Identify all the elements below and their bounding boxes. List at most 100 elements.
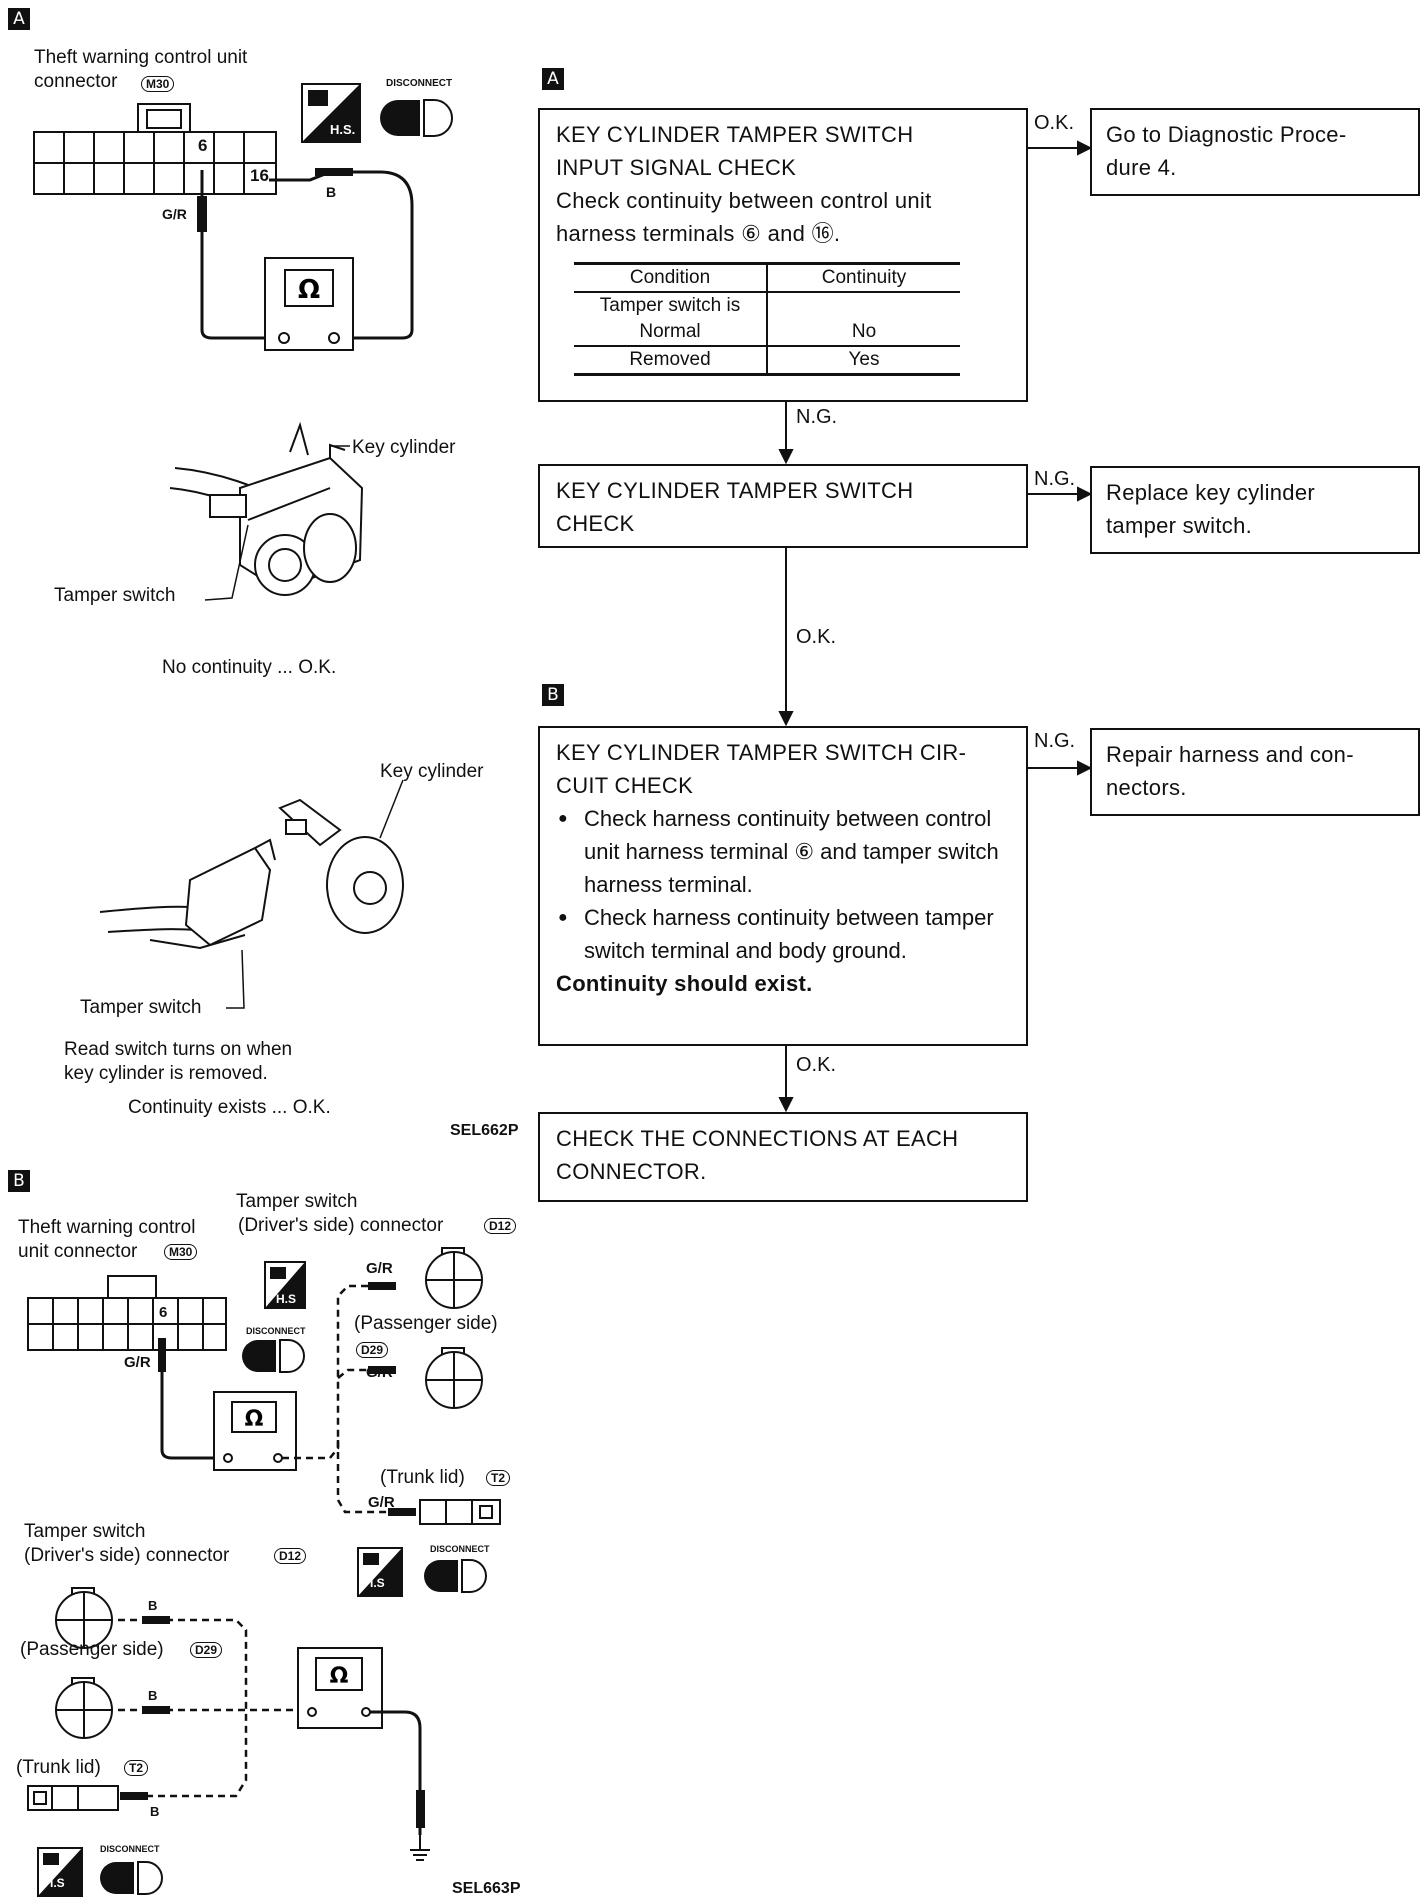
passenger2-label: (Passenger side) [20,1639,164,1660]
wire-gr-b3: G/R [368,1494,395,1511]
probe-tip-b1 [158,1338,166,1372]
is-badge-text-b1: I.S [370,1576,385,1590]
trunk2-code: T2 [124,1760,149,1776]
box-repair-harness: Repair harness and con- nectors. [1090,728,1420,816]
disconnect-icon-b2 [424,1559,487,1593]
wire-gr-label: G/R [162,206,187,222]
hs-badge-b [264,1261,306,1309]
table-row-0-col1 [767,292,960,319]
passenger-code-b: D29 [356,1342,389,1358]
key-cylinder-label-2: Key cylinder [380,761,484,782]
table-row-1-col1: No [851,321,877,342]
ts-code-b: D12 [484,1218,517,1234]
box-tamper-switch-check: KEY CYLINDER TAMPER SWITCH CHECK [538,464,1028,548]
box-check-connections: CHECK THE CONNECTIONS AT EACH CONNECTOR. [538,1112,1028,1202]
ohmmeter-b2 [297,1647,383,1729]
trunk-code-b: T2 [486,1470,511,1486]
wire-gr-b-unit: G/R [124,1354,151,1371]
unit-code-b: M30 [164,1244,198,1260]
caption-continuity-exists: Continuity exists ... O.K. [128,1097,331,1118]
driver-side-switch-b2 [55,1587,113,1649]
probe-wires-a [200,170,414,340]
result1-text: Go to Diagnostic Proce- dure 4. [1106,122,1347,180]
disconnect-label-b3: DISCONNECT [100,1844,160,1854]
ng-label-2: N.G. [1034,468,1076,490]
wire-b-b3: B [150,1804,160,1819]
connector-label-line2: connector [34,71,118,92]
box3-bullet-0: Check harness continuity between control… [556,802,1010,901]
trunk-lid-switch-b [419,1499,501,1525]
box3-bullets: Check harness continuity between control… [556,802,1010,967]
caption-read-switch-2: key cylinder is removed. [64,1063,268,1084]
leader-tamper-1 [204,524,249,601]
box3-title: KEY CYLINDER TAMPER SWITCH CIR- CUIT CHE… [556,740,967,798]
unit-label-b-line1: Theft warning control [18,1217,196,1238]
probe-tip-a2 [315,168,353,176]
box-circuit-check: KEY CYLINDER TAMPER SWITCH CIR- CUIT CHE… [538,726,1028,1046]
ts2-code: D12 [274,1548,307,1564]
trunk2-label: (Trunk lid) [16,1757,101,1778]
hs-badge-text-a: H.S. [330,122,356,137]
wire-b-b1: B [148,1598,158,1613]
disconnect-icon-a [380,99,453,137]
wire-gr-b2: G/R [366,1364,393,1381]
wire-gr-b1: G/R [366,1260,393,1277]
key-cylinder-label-1: Key cylinder [352,437,456,458]
ts2-label-line1: Tamper switch [24,1521,146,1542]
box3-footer: Continuity should exist. [556,971,813,996]
result3-text: Repair harness and con- nectors. [1106,742,1354,800]
disconnect-label-b: DISCONNECT [246,1326,306,1336]
unit-connector-b [27,1275,227,1351]
disconnect-icon-b3 [100,1861,163,1895]
ohm-symbol-b2: Ω [330,1664,349,1689]
unit-connector-a [33,103,277,195]
box3-bullet-1: Check harness continuity between tamper … [556,901,1010,967]
driver-side-switch-b [425,1247,483,1309]
condition-table: Condition Continuity Tamper switch is No… [574,262,960,376]
ground-symbol [410,1835,430,1861]
trunk-label-b: (Trunk lid) [380,1467,465,1488]
dashed-harness-b [282,1284,385,1460]
pin-6-b: 6 [159,1304,168,1321]
section-a-tag: A [8,8,30,30]
passenger-label-b: (Passenger side) [354,1313,498,1334]
ts-label-b-line2: (Driver's side) connector [238,1215,444,1236]
table-row-2-col1: Yes [848,349,880,370]
table-row-2-col0: Removed [574,346,768,375]
box1-text: KEY CYLINDER TAMPER SWITCH INPUT SIGNAL … [556,122,932,246]
flow-tag-a: A [542,68,564,90]
ohmmeter-a [264,257,354,351]
table-header-continuity: Continuity [821,267,907,288]
wire-b-label: B [326,184,337,200]
ts-label-b-line1: Tamper switch [236,1191,358,1212]
ts2-label-line2: (Driver's side) connector [24,1545,230,1566]
pin-16-label: 16 [250,166,269,186]
ohm-symbol-b: Ω [245,1407,264,1432]
leader-tamper-2 [226,949,245,1009]
ng-label-1: N.G. [796,406,838,428]
box-replace-tamper-switch: Replace key cylinder tamper switch. [1090,466,1420,554]
pin-6-label: 6 [198,136,208,155]
box-go-to-procedure-4: Go to Diagnostic Proce- dure 4. [1090,108,1420,196]
section-b-tag: B [8,1170,30,1192]
ng-label-3: N.G. [1034,730,1076,752]
key-cylinder-illustration-2 [99,798,404,950]
ref-sel663p: SEL663P [452,1880,521,1897]
ref-sel662p: SEL662P [450,1122,519,1139]
ohm-symbol-a: Ω [298,275,320,305]
connector-code-badge: M30 [141,76,175,92]
connector-label-line1: Theft warning control unit [34,47,248,68]
ok-label-1: O.K. [1034,112,1075,134]
hs-badge-text-b: H.S [276,1292,297,1306]
disconnect-label-a: DISCONNECT [386,78,453,89]
disconnect-label-b2: DISCONNECT [430,1544,490,1554]
passenger-side-switch-b [425,1347,483,1409]
is-badge-b2 [37,1847,83,1897]
tamper-switch-label-2: Tamper switch [80,997,202,1018]
result2-text: Replace key cylinder tamper switch. [1106,480,1315,538]
ground-wire [370,1710,422,1835]
ok-label-3: O.K. [796,1054,837,1076]
probe-tip-a1 [197,196,207,232]
leader-key-cyl-2 [379,779,404,839]
